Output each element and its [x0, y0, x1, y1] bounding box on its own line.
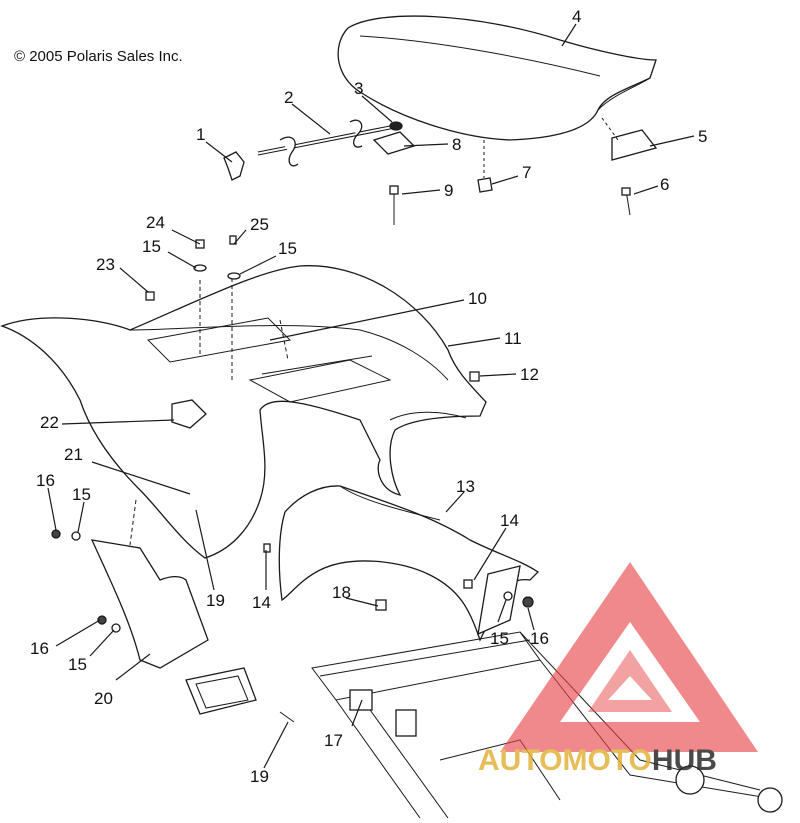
mud-flap: [90, 499, 209, 669]
callout-14b: 14: [252, 593, 271, 612]
rear-fender: [0, 265, 487, 559]
callout-12: 12: [520, 365, 539, 384]
callout-19a: 19: [206, 591, 225, 610]
callout-10: 10: [468, 289, 487, 308]
callout-25: 25: [250, 215, 269, 234]
callout-20: 20: [94, 689, 113, 708]
callout-1: 1: [196, 125, 205, 144]
callout-19b: 19: [250, 767, 269, 786]
automotohub-watermark: AUTOMOTOHUB: [478, 562, 758, 777]
callout-2: 2: [284, 88, 293, 107]
callout-14a: 14: [500, 511, 519, 530]
reflector-plate: [185, 667, 295, 723]
callout-15b: 15: [278, 239, 297, 258]
watermark-triangle-inner-icon: [588, 650, 672, 712]
callout-labels: 1 2 3 4 5 6 7 8 9 10 11 12 13 14 14 15 1…: [30, 7, 707, 786]
callout-13: 13: [456, 477, 475, 496]
callout-24: 24: [146, 213, 165, 232]
callout-8: 8: [452, 135, 461, 154]
callout-16b: 16: [30, 639, 49, 658]
callout-15a: 15: [142, 237, 161, 256]
callout-21: 21: [64, 445, 83, 464]
callout-23: 23: [96, 255, 115, 274]
callout-6: 6: [660, 175, 669, 194]
watermark-text: AUTOMOTOHUB: [478, 744, 717, 777]
callout-9: 9: [444, 181, 453, 200]
callout-16a: 16: [36, 471, 55, 490]
callout-5: 5: [698, 127, 707, 146]
watermark-triangle-icon: [500, 562, 758, 752]
leader-lines: [47, 23, 695, 769]
latch-assembly: [223, 119, 416, 225]
callout-11: 11: [504, 329, 522, 348]
callout-15c: 15: [72, 485, 91, 504]
callout-16c: 16: [530, 629, 549, 648]
fender-flare: [278, 485, 540, 642]
callout-7: 7: [522, 163, 531, 182]
callout-4: 4: [572, 7, 581, 26]
callout-3: 3: [354, 79, 363, 98]
callout-15e: 15: [490, 629, 509, 648]
callout-22: 22: [40, 413, 59, 432]
callout-17: 17: [324, 731, 343, 750]
seat-bracket: [477, 117, 658, 216]
seat: [337, 15, 657, 141]
copyright-notice: © 2005 Polaris Sales Inc.: [14, 48, 183, 65]
callout-15d: 15: [68, 655, 87, 674]
callout-18: 18: [332, 583, 351, 602]
